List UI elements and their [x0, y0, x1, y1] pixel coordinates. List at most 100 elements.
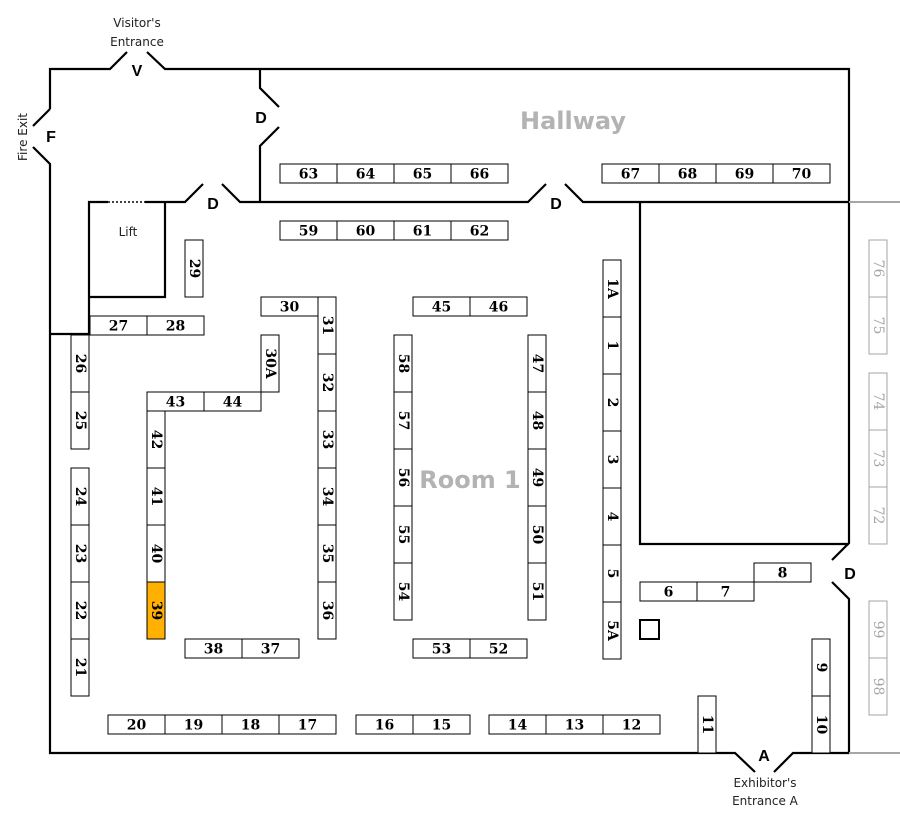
booth-22[interactable]: 22	[70, 581, 90, 640]
booth-69[interactable]: 69	[715, 163, 774, 184]
booth-57[interactable]: 57	[393, 391, 413, 450]
booth-5[interactable]: 5	[602, 544, 622, 603]
booth-23[interactable]: 23	[70, 524, 90, 583]
booth-65[interactable]: 65	[393, 163, 452, 184]
booth-39[interactable]: 39	[146, 581, 166, 640]
booth-60[interactable]: 60	[336, 220, 395, 241]
booth-10[interactable]: 10	[811, 695, 831, 754]
booth-3[interactable]: 3	[602, 430, 622, 489]
booth-11[interactable]: 11	[697, 695, 717, 754]
booth-62[interactable]: 62	[450, 220, 509, 241]
booth-1A[interactable]: 1A	[602, 259, 622, 318]
booth-5A[interactable]: 5A	[602, 601, 622, 660]
booth-29[interactable]: 29	[184, 239, 204, 298]
booth-number: 1	[604, 341, 620, 351]
booth-54[interactable]: 54	[393, 562, 413, 621]
booth-50[interactable]: 50	[527, 505, 547, 564]
booth-38[interactable]: 38	[184, 638, 243, 659]
booth-35[interactable]: 35	[317, 524, 337, 583]
booth-21[interactable]: 21	[70, 638, 90, 697]
unavailable-booth: 74	[868, 372, 888, 431]
booth-box	[393, 562, 413, 621]
door-d-marker[interactable]: D	[207, 196, 219, 213]
booth-number: 17	[298, 718, 317, 734]
booth-59[interactable]: 59	[279, 220, 338, 241]
booth-43[interactable]: 43	[146, 391, 205, 412]
booth-36[interactable]: 36	[317, 581, 337, 640]
booth-27[interactable]: 27	[89, 315, 148, 336]
booth-1[interactable]: 1	[602, 316, 622, 375]
door-a-marker[interactable]: A	[758, 748, 770, 765]
booth-67[interactable]: 67	[601, 163, 660, 184]
door-d-marker[interactable]: D	[255, 110, 267, 127]
booth-12[interactable]: 12	[602, 714, 661, 735]
booth-6[interactable]: 6	[639, 581, 698, 602]
booth-number: 98	[870, 678, 886, 696]
booth-number: 61	[413, 224, 432, 240]
door-f-marker[interactable]: F	[46, 129, 56, 146]
booth-56[interactable]: 56	[393, 448, 413, 507]
booth-51[interactable]: 51	[527, 562, 547, 621]
booth-20[interactable]: 20	[107, 714, 166, 735]
booth-30A[interactable]: 30A	[260, 334, 280, 393]
booth-7[interactable]: 7	[696, 581, 755, 602]
booth-31[interactable]: 31	[317, 296, 337, 355]
visitors-entrance-label-2: Entrance	[110, 35, 164, 49]
booth-number: 59	[299, 224, 318, 240]
booth-box	[70, 391, 90, 450]
booth-55[interactable]: 55	[393, 505, 413, 564]
booth-15[interactable]: 15	[412, 714, 471, 735]
booth-13[interactable]: 13	[545, 714, 604, 735]
booth-66[interactable]: 66	[450, 163, 509, 184]
door-d-marker[interactable]: D	[844, 566, 856, 583]
booth-61[interactable]: 61	[393, 220, 452, 241]
booth-8[interactable]: 8	[753, 562, 812, 583]
booth-box	[753, 562, 812, 583]
booth-28[interactable]: 28	[146, 315, 205, 336]
booth-box	[450, 163, 509, 184]
booth-42[interactable]: 42	[146, 410, 166, 469]
booth-number: 41	[148, 487, 164, 506]
door-d-marker[interactable]: D	[550, 196, 562, 213]
booth-19[interactable]: 19	[164, 714, 223, 735]
booth-number: 66	[470, 167, 489, 183]
door-v-marker[interactable]: V	[132, 63, 143, 80]
booth-32[interactable]: 32	[317, 353, 337, 412]
booth-number: 21	[72, 658, 88, 677]
booth-34[interactable]: 34	[317, 467, 337, 526]
booth-46[interactable]: 46	[469, 296, 528, 317]
booth-number: 29	[186, 259, 202, 278]
booth-45[interactable]: 45	[412, 296, 471, 317]
booth-64[interactable]: 64	[336, 163, 395, 184]
booth-33[interactable]: 33	[317, 410, 337, 469]
booth-49[interactable]: 49	[527, 448, 547, 507]
booth-40[interactable]: 40	[146, 524, 166, 583]
booth-47[interactable]: 47	[527, 334, 547, 393]
booth-26[interactable]: 26	[70, 334, 90, 393]
booth-70[interactable]: 70	[772, 163, 831, 184]
booth-41[interactable]: 41	[146, 467, 166, 526]
booth-number: 69	[735, 167, 754, 183]
booth-14[interactable]: 14	[488, 714, 547, 735]
booth-30[interactable]: 30	[260, 296, 319, 317]
booth-18[interactable]: 18	[221, 714, 280, 735]
hallway-label: Hallway	[520, 107, 626, 135]
booth-48[interactable]: 48	[527, 391, 547, 450]
booth-37[interactable]: 37	[241, 638, 300, 659]
booth-number: 5A	[604, 620, 620, 642]
booth-16[interactable]: 16	[355, 714, 414, 735]
booth-17[interactable]: 17	[278, 714, 337, 735]
booth-44[interactable]: 44	[203, 391, 262, 412]
booth-number: 43	[166, 395, 185, 411]
booth-53[interactable]: 53	[412, 638, 471, 659]
booth-68[interactable]: 68	[658, 163, 717, 184]
booth-4[interactable]: 4	[602, 487, 622, 546]
booth-9[interactable]: 9	[811, 638, 831, 697]
booth-24[interactable]: 24	[70, 467, 90, 526]
booth-2[interactable]: 2	[602, 373, 622, 432]
booth-63[interactable]: 63	[279, 163, 338, 184]
booth-58[interactable]: 58	[393, 334, 413, 393]
booth-25[interactable]: 25	[70, 391, 90, 450]
booth-52[interactable]: 52	[469, 638, 528, 659]
